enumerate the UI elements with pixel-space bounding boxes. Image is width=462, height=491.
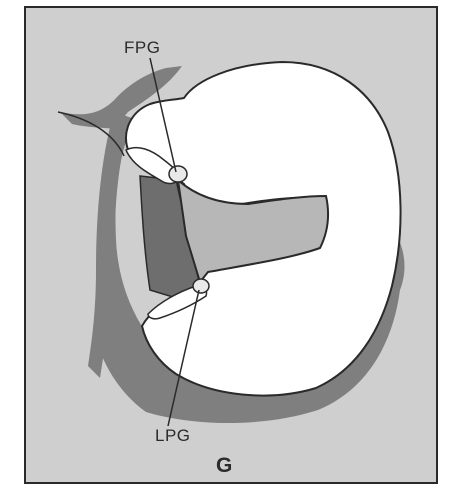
fpg-groove-mark [169, 166, 187, 182]
lpg-label: LPG [155, 426, 191, 446]
panel-letter: G [216, 454, 232, 478]
fpg-label: FPG [124, 38, 160, 58]
lpg-groove-mark [193, 279, 209, 293]
